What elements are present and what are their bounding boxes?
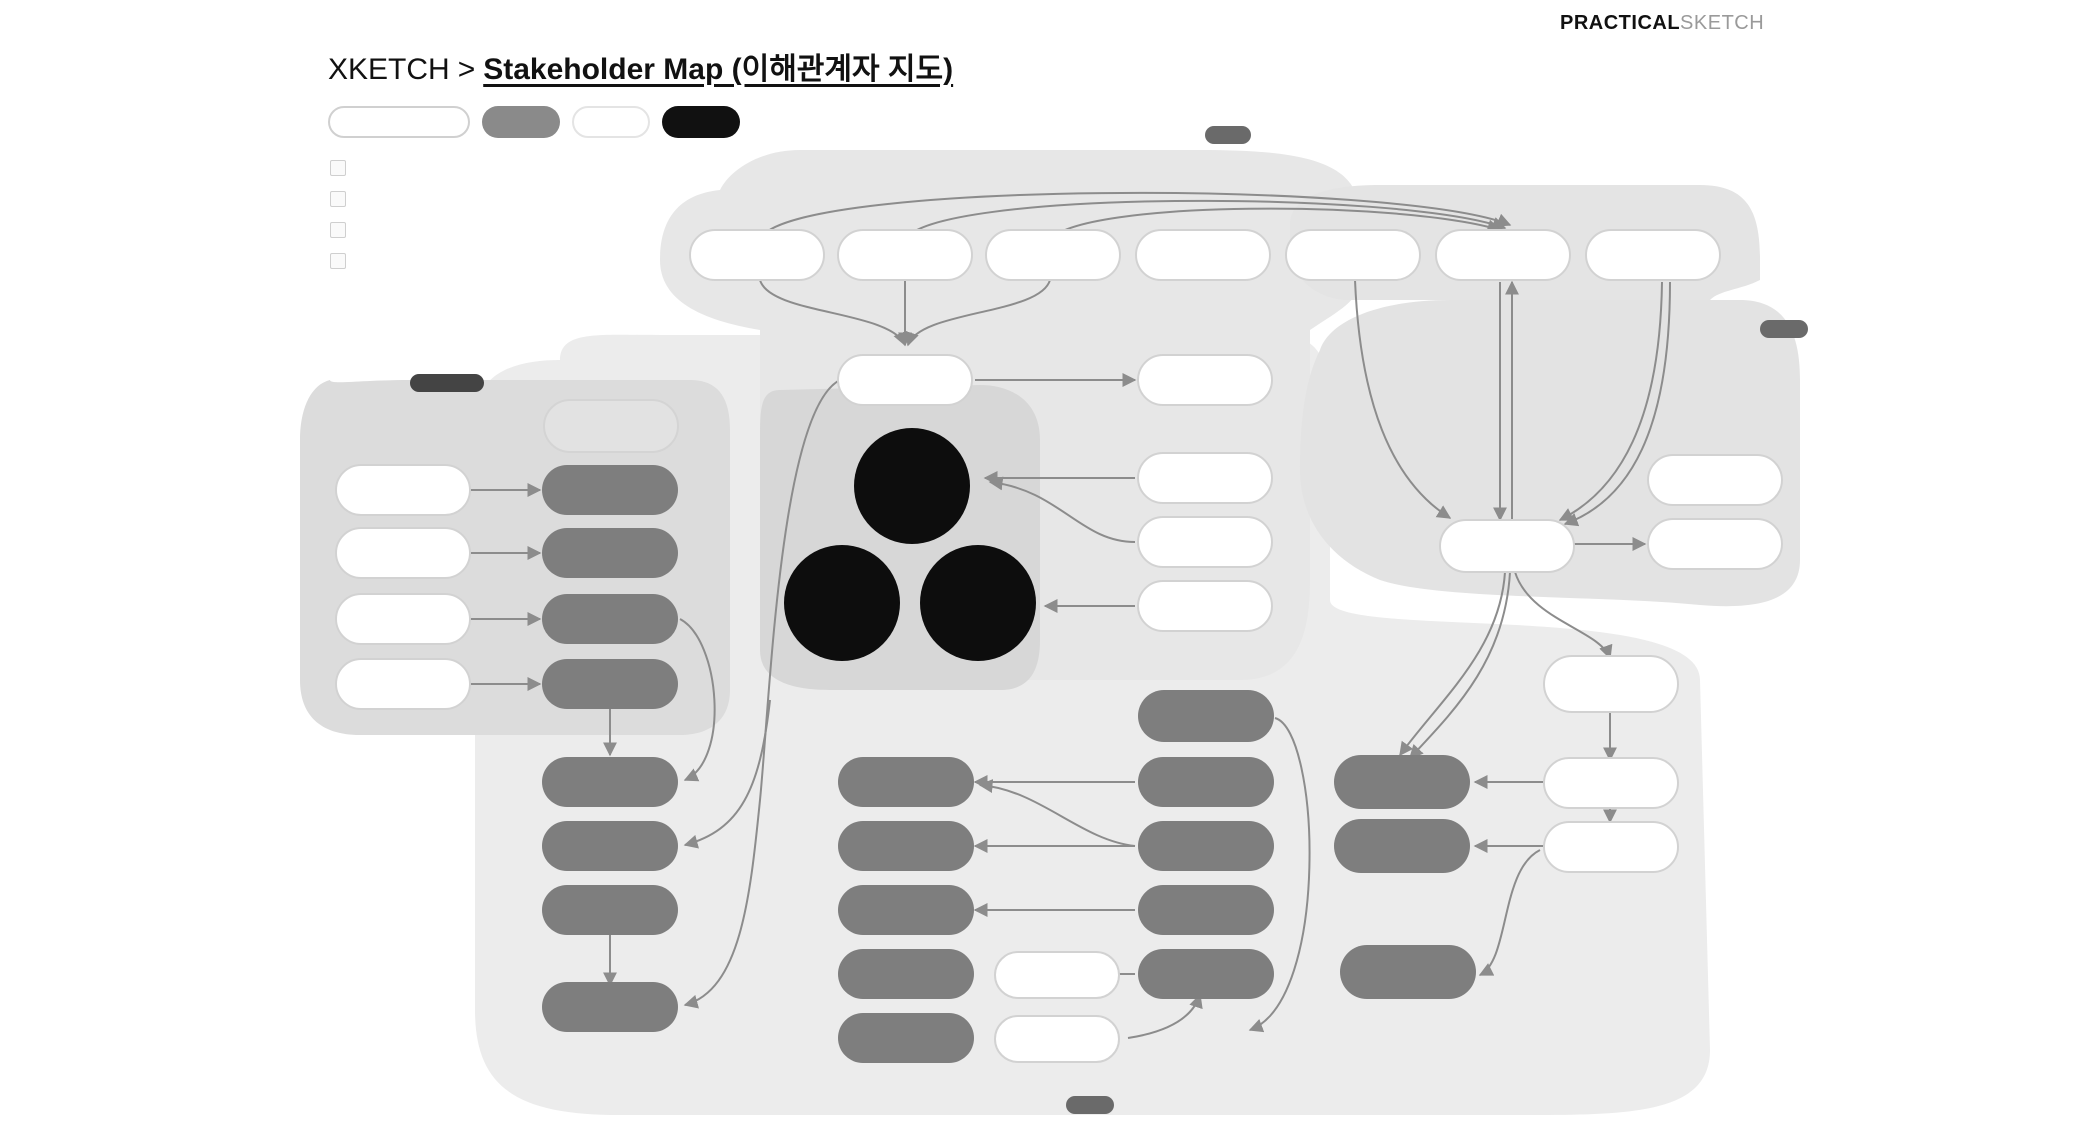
edge <box>905 279 1051 347</box>
legend-item <box>330 214 346 245</box>
node-dark[interactable] <box>542 885 678 935</box>
legend-checkbox <box>330 221 346 238</box>
node-light-faded[interactable] <box>543 399 679 453</box>
edge <box>988 476 1136 543</box>
node-dark[interactable] <box>542 982 678 1032</box>
breadcrumb-separator: > <box>457 53 476 86</box>
node-dark[interactable] <box>838 757 974 807</box>
legend-pill-black <box>662 106 740 138</box>
node-light[interactable] <box>335 527 471 579</box>
node-core[interactable] <box>784 545 900 661</box>
tag-bottom <box>1066 1096 1114 1114</box>
node-light[interactable] <box>1285 229 1421 281</box>
legend-list <box>330 152 346 276</box>
node-dark[interactable] <box>1138 757 1274 807</box>
node-light[interactable] <box>837 229 973 281</box>
node-dark[interactable] <box>1138 690 1274 742</box>
edge <box>1248 717 1311 1033</box>
node-dark[interactable] <box>542 821 678 871</box>
node-light[interactable] <box>1647 454 1783 506</box>
node-light[interactable] <box>1543 757 1679 809</box>
node-light[interactable] <box>1647 518 1783 570</box>
legend-pill-outline <box>572 106 650 138</box>
breadcrumb-root[interactable]: XKETCH <box>328 53 450 86</box>
tag-left <box>410 374 484 392</box>
legend-checkbox <box>330 159 346 176</box>
legend-pills <box>328 106 740 138</box>
edge <box>1563 281 1671 527</box>
brand-logo: PRACTICALSKETCH <box>1560 12 1764 35</box>
legend-item <box>330 183 346 214</box>
brand-bold: PRACTICAL <box>1560 12 1681 34</box>
node-light[interactable] <box>1543 821 1679 873</box>
edge <box>1049 207 1502 241</box>
node-light[interactable] <box>837 354 973 406</box>
edge <box>759 191 1512 241</box>
node-dark[interactable] <box>1138 949 1274 999</box>
legend-item <box>330 245 346 276</box>
node-dark[interactable] <box>838 821 974 871</box>
page-title: Stakeholder Map (이해관계자 지도) <box>483 53 954 86</box>
dark-nodes <box>542 465 1476 1063</box>
edge <box>679 618 716 782</box>
legend-checkbox <box>330 190 346 207</box>
legend-checkbox <box>330 252 346 269</box>
edge <box>683 379 841 1009</box>
light-nodes <box>335 229 1783 1063</box>
core-nodes <box>784 428 1036 661</box>
edge <box>1514 571 1613 660</box>
edge <box>1354 279 1452 519</box>
node-dark[interactable] <box>838 1013 974 1063</box>
edge <box>904 199 1507 241</box>
edge <box>759 279 907 347</box>
node-dark[interactable] <box>1334 755 1470 809</box>
node-dark[interactable] <box>542 594 678 644</box>
node-light[interactable] <box>1435 229 1571 281</box>
node-dark[interactable] <box>542 465 678 515</box>
edge <box>1558 281 1663 521</box>
node-light[interactable] <box>1137 452 1273 504</box>
node-light[interactable] <box>335 464 471 516</box>
node-core[interactable] <box>920 545 1036 661</box>
node-light[interactable] <box>1439 519 1575 573</box>
tag-right <box>1760 320 1808 338</box>
edge <box>1478 849 1541 976</box>
edge <box>683 699 771 849</box>
node-dark[interactable] <box>1340 945 1476 999</box>
node-light[interactable] <box>1137 580 1273 632</box>
edge <box>1127 993 1203 1039</box>
brand-light: SKETCH <box>1680 12 1765 34</box>
tag-top <box>1205 126 1251 144</box>
node-core[interactable] <box>854 428 970 544</box>
node-dark[interactable] <box>542 528 678 578</box>
node-dark[interactable] <box>542 659 678 709</box>
edge <box>978 779 1136 847</box>
edge <box>1399 571 1506 757</box>
node-light[interactable] <box>1137 516 1273 568</box>
node-light[interactable] <box>1137 354 1273 406</box>
node-dark[interactable] <box>1138 885 1274 935</box>
edges <box>470 191 1671 1039</box>
legend-pill-light <box>328 106 470 138</box>
node-dark[interactable] <box>1138 821 1274 871</box>
node-light[interactable] <box>689 229 825 281</box>
node-dark[interactable] <box>838 949 974 999</box>
node-dark[interactable] <box>542 757 678 807</box>
node-dark[interactable] <box>1334 819 1470 873</box>
breadcrumb: XKETCH>Stakeholder Map (이해관계자 지도) <box>328 44 953 88</box>
node-light[interactable] <box>1543 655 1679 713</box>
node-dark[interactable] <box>838 885 974 935</box>
legend-item <box>330 152 346 183</box>
node-light[interactable] <box>994 1015 1120 1063</box>
region-tags <box>410 126 1808 1114</box>
node-light[interactable] <box>335 658 471 710</box>
legend-pill-grey <box>482 106 560 138</box>
edge <box>1409 571 1511 760</box>
node-light[interactable] <box>994 951 1120 999</box>
node-light[interactable] <box>335 593 471 645</box>
node-light[interactable] <box>1585 229 1721 281</box>
node-light[interactable] <box>1135 229 1271 281</box>
node-light[interactable] <box>985 229 1121 281</box>
